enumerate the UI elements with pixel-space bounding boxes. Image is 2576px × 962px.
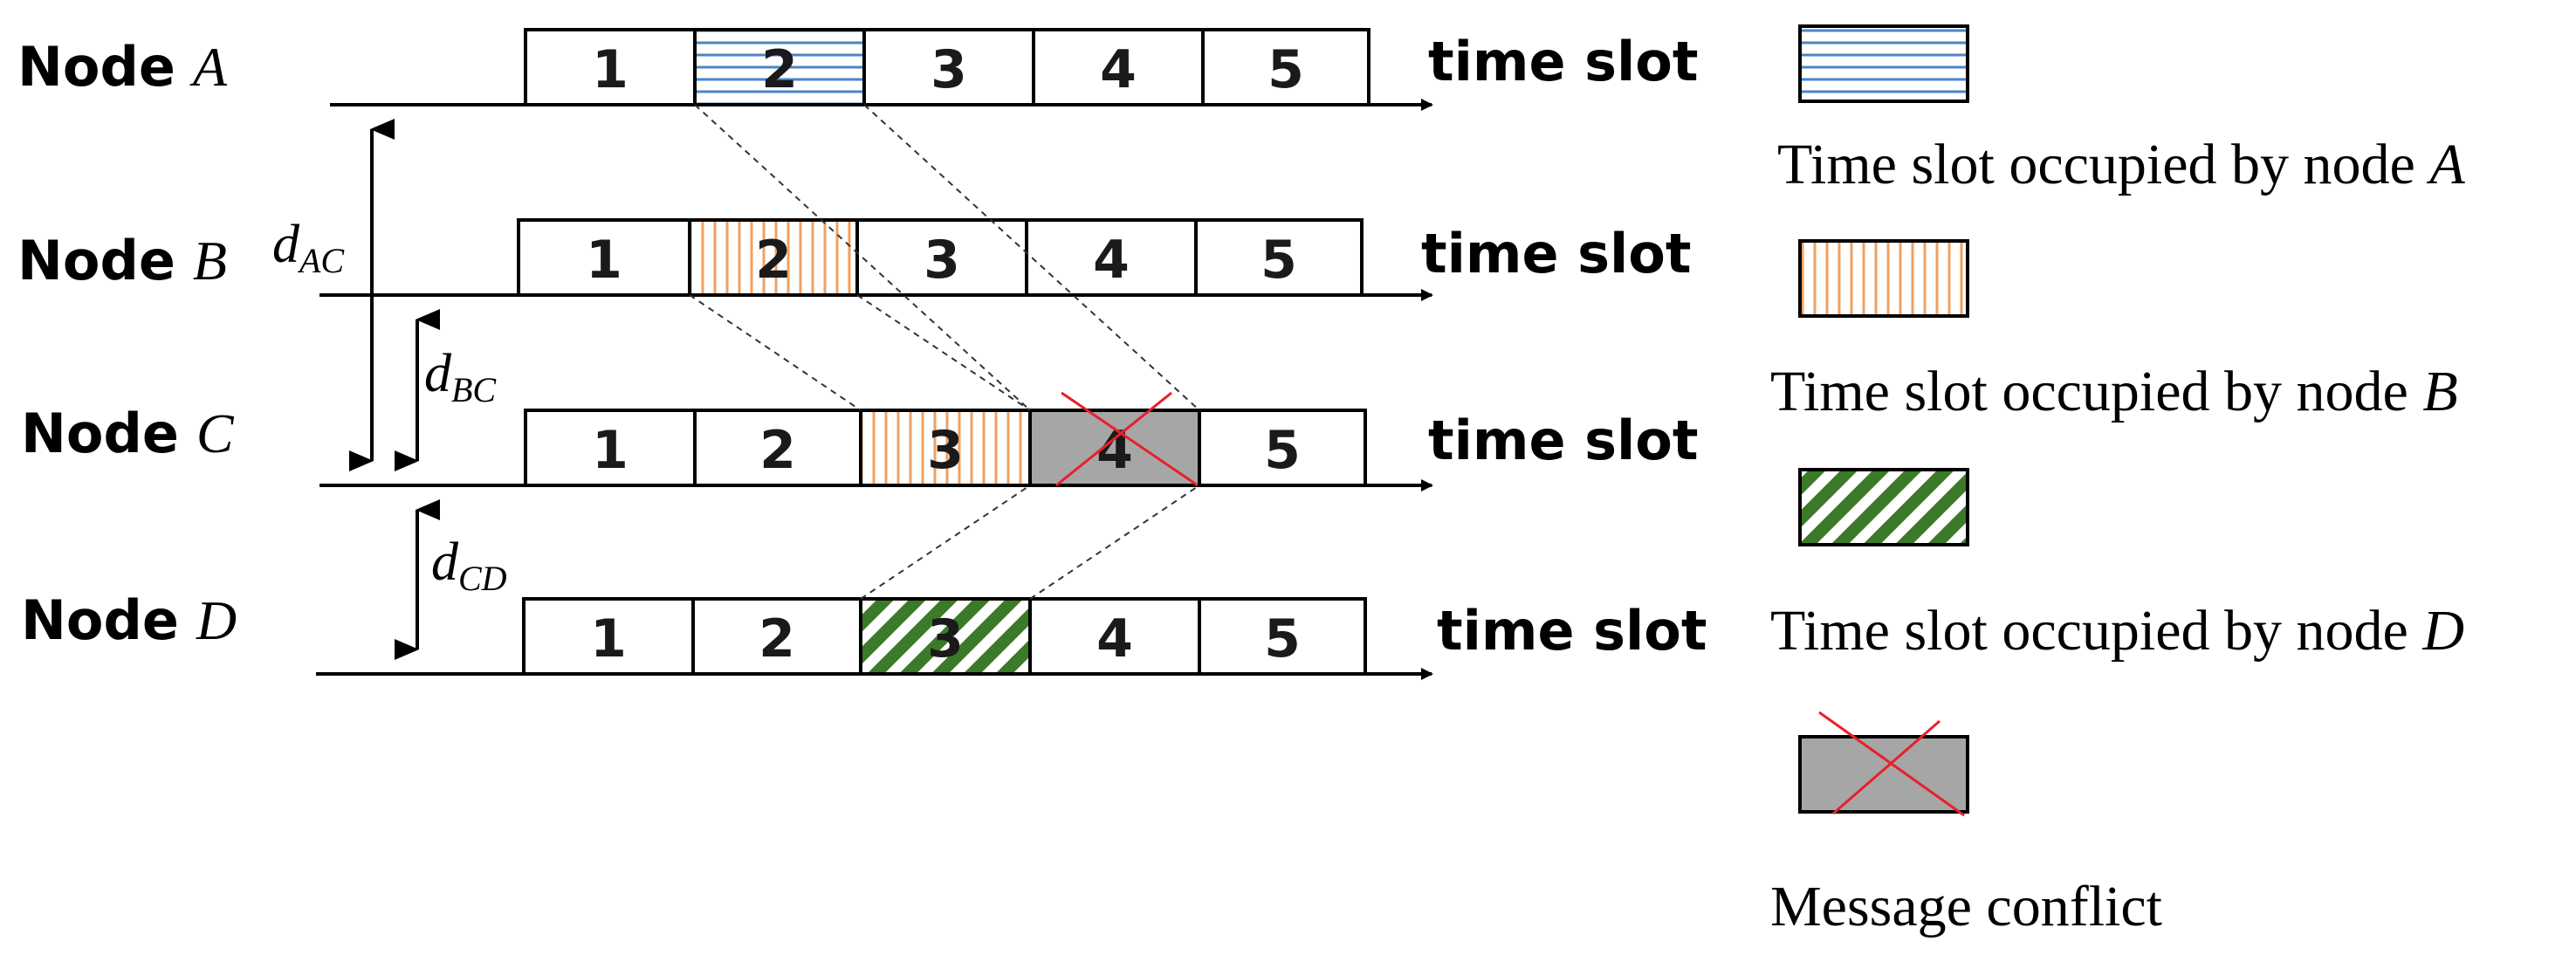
node-c-slot-2-label: 2: [759, 420, 796, 481]
node-a-word: Node: [17, 35, 175, 99]
node-d-slot-3: [859, 597, 1032, 676]
distance-cd-sub: CD: [458, 559, 507, 598]
node-a-slot-4-label: 4: [1100, 39, 1137, 100]
legend-text-node-a: Time slot occupied by node: [1777, 133, 2429, 196]
legend-label-node-d: Time slot occupied by node D: [1770, 599, 2464, 663]
node-d-row: Node D 1 2 3 4 5 time slot: [21, 588, 1707, 680]
node-a-slot-5: [1201, 28, 1370, 107]
node-a-letter: A: [189, 36, 228, 98]
distance-ac-sub: AC: [297, 241, 345, 280]
node-b-label: Node B: [17, 229, 227, 292]
distance-bc-sub: BC: [451, 370, 497, 409]
node-b-slot-2-label: 2: [755, 230, 792, 291]
legend-letter-node-b: B: [2422, 360, 2457, 423]
node-b-slot-4: [1025, 218, 1198, 297]
node-d-slot-3-label: 3: [927, 608, 964, 670]
legend-letter-node-a: A: [2426, 133, 2465, 196]
legend-letter-node-d: D: [2421, 599, 2464, 663]
node-b-slot-3-label: 3: [924, 230, 960, 291]
node-c-label: Node C: [21, 402, 235, 465]
node-b-letter: B: [193, 230, 227, 292]
node-b-word: Node: [17, 229, 175, 292]
node-a-slot-3-label: 3: [931, 39, 967, 100]
legend-text-node-b: Time slot occupied by node: [1770, 360, 2422, 423]
node-d-letter: D: [196, 589, 237, 651]
node-d-slot-2: [691, 597, 862, 676]
node-b-slot-2: [688, 218, 859, 297]
node-b-slot-4-label: 4: [1093, 230, 1130, 291]
node-a-slot-3: [862, 28, 1035, 107]
node-b-slot-1: [517, 218, 691, 297]
node-b-slot-1-label: 1: [586, 230, 622, 291]
legend-item-node-a: Time slot occupied by node A: [1777, 24, 2465, 196]
propagation-lines: [689, 104, 1200, 600]
propagation-b-end: [856, 294, 1031, 411]
node-d-slot-1: [522, 597, 695, 676]
node-c-slot-3-label: 3: [927, 420, 964, 481]
distance-cd-label: dCD: [431, 533, 507, 598]
legend-label-node-b: Time slot occupied by node B: [1770, 360, 2458, 423]
node-c-slot-5-label: 5: [1264, 420, 1301, 481]
conflict-cross-icon: [1055, 391, 1199, 487]
node-a-slot-1-label: 1: [592, 39, 629, 100]
node-c-slot-1: [524, 409, 697, 487]
legend-conflict-cross-icon: [1818, 711, 1965, 817]
node-a-slot-2: [693, 28, 866, 107]
distance-cd-base: d: [431, 533, 459, 592]
legend-swatch-node-d: [1798, 468, 1969, 546]
legend-item-node-d: Time slot occupied by node D: [1770, 468, 2464, 663]
propagation-d-end: [1029, 484, 1200, 600]
legend-label-node-a: Time slot occupied by node A: [1777, 133, 2465, 196]
propagation-d-start: [860, 484, 1031, 600]
node-d-label: Node D: [21, 588, 237, 652]
node-c-slot-2: [693, 409, 862, 487]
legend-item-conflict: Message conflict: [1770, 711, 2162, 938]
distance-bc: dBC: [395, 309, 497, 471]
node-d-slot-4-label: 4: [1096, 608, 1133, 670]
node-d-slot-5-label: 5: [1264, 608, 1301, 670]
legend-item-node-b: Time slot occupied by node B: [1770, 239, 2458, 423]
node-c-letter: C: [196, 402, 235, 464]
distance-bc-label: dBC: [424, 344, 497, 409]
node-c-slot-1-label: 1: [592, 420, 629, 481]
node-c-row: Node C 1 2 3 4 5 time slot: [21, 391, 1699, 491]
node-a-slot-2-label: 2: [761, 39, 798, 100]
node-b-slot-5: [1194, 218, 1364, 297]
node-d-slot-2-label: 2: [759, 608, 795, 670]
legend: Time slot occupied by node A Time slot o…: [1770, 24, 2465, 938]
node-d-slot-1-label: 1: [590, 608, 627, 670]
legend-swatch-node-a: [1798, 24, 1969, 103]
node-a-slot-5-label: 5: [1267, 39, 1304, 100]
distance-bc-base: d: [424, 344, 452, 403]
legend-swatch-node-b: [1798, 239, 1969, 318]
node-a-label: Node A: [17, 35, 228, 99]
distance-cd: dCD: [395, 499, 507, 660]
distance-ac-label: dAC: [272, 215, 345, 280]
legend-label-conflict: Message conflict: [1770, 875, 2162, 938]
propagation-b-start: [689, 294, 862, 411]
node-a-axis-label: time slot: [1428, 30, 1699, 93]
distance-ac: dAC: [272, 119, 395, 471]
node-c-axis-label: time slot: [1428, 409, 1699, 472]
propagation-a-start: [694, 104, 1031, 411]
distance-ac-base: d: [272, 215, 300, 274]
node-d-slot-5: [1198, 597, 1367, 676]
node-d-axis-label: time slot: [1437, 599, 1707, 663]
node-d-word: Node: [21, 588, 179, 652]
node-c-slot-5: [1198, 409, 1367, 487]
node-c-slot-4-conflict: [1028, 409, 1201, 487]
node-b-slot-3: [855, 218, 1028, 297]
node-b-slot-5-label: 5: [1261, 230, 1297, 291]
node-b-axis-label: time slot: [1421, 222, 1692, 285]
node-a-row: Node A 1 2 3 4 5 time slot: [17, 28, 1699, 111]
node-b-row: Node B 1 2 3 4 5 time slot: [17, 218, 1692, 301]
propagation-a-end: [863, 104, 1200, 411]
legend-text-node-d: Time slot occupied by node: [1770, 599, 2422, 663]
node-c-word: Node: [21, 402, 179, 465]
node-c-slot-3: [859, 409, 1032, 487]
